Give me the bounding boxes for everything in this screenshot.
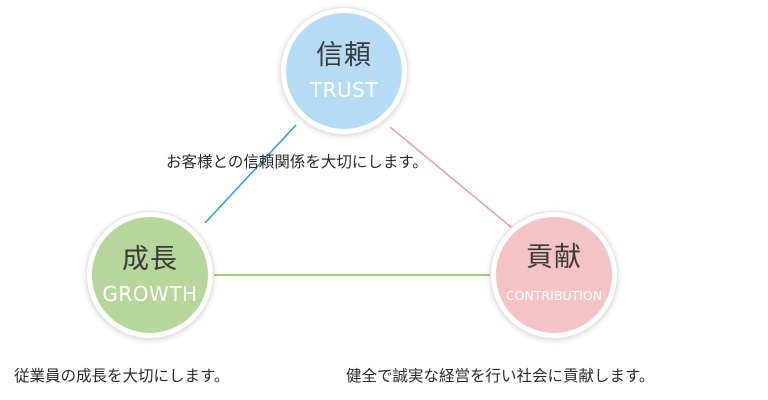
- trust-title: 信頼: [316, 40, 372, 71]
- trust-subtitle: TRUST: [309, 78, 379, 102]
- contribution-title: 貢献: [526, 242, 582, 273]
- growth-title: 成長: [122, 244, 178, 275]
- growth-subtitle: GROWTH: [102, 282, 198, 306]
- trust-circle: 信頼 TRUST: [281, 8, 407, 134]
- line-trust-growth: [204, 124, 297, 224]
- contribution-circle: 貢献 CONTRIBUTION: [491, 212, 617, 338]
- growth-circle: 成長 GROWTH: [87, 212, 213, 338]
- growth-caption: 従業員の成長を大切にします。: [14, 367, 230, 385]
- contribution-subtitle: CONTRIBUTION: [505, 288, 603, 303]
- contribution-caption: 健全で誠実な経営を行い社会に貢献します。: [346, 367, 655, 385]
- line-trust-contribution: [389, 126, 513, 229]
- trust-caption: お客様との信頼関係を大切にします。: [166, 153, 428, 171]
